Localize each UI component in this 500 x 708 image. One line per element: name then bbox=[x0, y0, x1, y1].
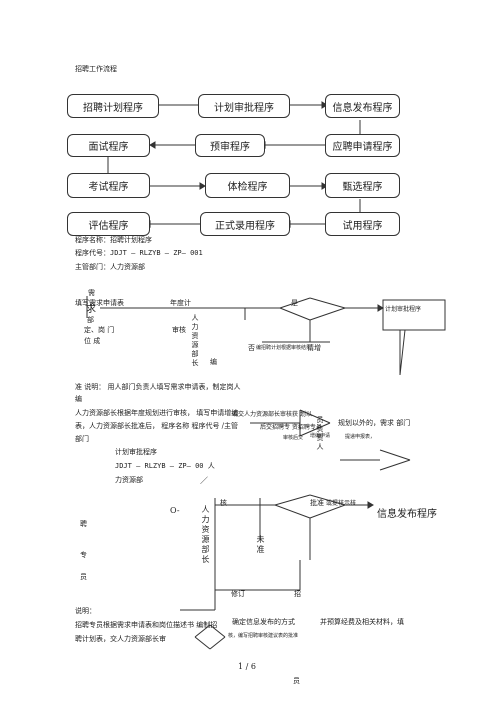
position-label: 位 成 bbox=[84, 337, 101, 345]
flow-box-probation: 试用程序 bbox=[325, 212, 400, 236]
program-name: 程序名称：招聘计划程序 bbox=[75, 236, 152, 244]
flow-box-medical: 体检程序 bbox=[205, 173, 290, 198]
bullet-mark: O- bbox=[170, 506, 180, 515]
explain1-line3: 表，人力资源部长批准后， 程序名称 程序代号 /主管 bbox=[75, 422, 239, 430]
explain1-mid-vertical: 员负责人 bbox=[316, 416, 324, 452]
dept-label: 部 bbox=[87, 316, 94, 324]
side-label-need: 需 bbox=[88, 289, 95, 297]
slash-mark: ／ bbox=[200, 476, 208, 485]
side-special: 专 bbox=[80, 551, 87, 559]
explain1-line2: 人力资源部长根据年度规划进行审核， 填写申请增编 bbox=[75, 409, 239, 417]
explain1-right4: 提递申报表， bbox=[345, 434, 376, 440]
explain2-line1: 招聘专员根据需求申请表和岗位描述书 编制招 bbox=[75, 621, 218, 629]
flow-box-evaluation: 评估程序 bbox=[67, 212, 150, 236]
job-label: 定、岗 门 bbox=[84, 326, 115, 334]
explain1-small2: 增编申请 bbox=[310, 433, 331, 439]
check-label: 核 bbox=[220, 499, 227, 507]
plan-approval-title: 计划审批程序 bbox=[115, 448, 157, 456]
explain2-label: 说明： bbox=[75, 607, 96, 615]
recruit-label: 招 bbox=[294, 590, 301, 598]
not-approved-label: 未准 bbox=[256, 535, 265, 555]
flow-box-interview: 面试程序 bbox=[67, 134, 150, 157]
info-release-target: 信息发布程序 bbox=[377, 509, 437, 520]
note-label: 或提核示核 bbox=[326, 500, 357, 507]
explain1-small1: 审核后交 bbox=[283, 435, 304, 441]
explain1-right2: 后交招聘专 资招聘专员 bbox=[260, 424, 322, 431]
apply-label: 请增 bbox=[307, 344, 321, 352]
explain2-right2: 并预算经费及相关材料，填 bbox=[320, 618, 404, 626]
explain1-right3: 规划以外的，需求 部门 bbox=[338, 419, 411, 427]
program-dept: 主管部门：人力资源部 bbox=[75, 263, 145, 271]
explain2-right1: 确定信息发布的方式 bbox=[232, 618, 295, 626]
hr-minister-vertical-2: 人力资源部长 bbox=[201, 505, 210, 565]
footer-tail: 员 bbox=[293, 677, 300, 685]
program-code: 程序代号：JDJT — RLZYB — ZP— 001 bbox=[75, 249, 203, 257]
side-staff: 员 bbox=[80, 573, 87, 581]
explain1-right1: 或交人力资源部长审核获 划以 bbox=[232, 411, 312, 418]
plan-approval-box: 计划审批程序 bbox=[385, 306, 422, 313]
no-label: 否 bbox=[248, 344, 255, 352]
small-note-plan: 编招聘计划根据审核结果 bbox=[256, 345, 312, 351]
flow-box-pre-review: 预审程序 bbox=[195, 134, 265, 157]
flow-box-plan-approval: 计划审批程序 bbox=[198, 94, 290, 118]
explain2-line2: 聘计划表，交人力资源部长审 bbox=[75, 635, 166, 643]
hr-minister-vertical: 人力资源部长 bbox=[191, 314, 199, 368]
review-label: 审核 bbox=[172, 326, 186, 334]
side-recruit: 聘 bbox=[80, 520, 87, 528]
approve-label: 批准 bbox=[310, 499, 324, 507]
edit-label: 编 bbox=[210, 358, 217, 366]
plan-approval-code: JDJT — RLZYB — ZP— 00 人 bbox=[115, 462, 215, 470]
explain1-line1: 准 说明： 用人部门负责人填写需求申请表，制定岗人 bbox=[75, 383, 241, 391]
flow-box-info-release: 信息发布程序 bbox=[325, 94, 400, 118]
revise-label: 修订 bbox=[231, 590, 245, 598]
flow-box-application: 应聘申请程序 bbox=[325, 134, 400, 157]
document-title: 招聘工作流程 bbox=[75, 65, 117, 73]
page-number: 1 / 6 bbox=[238, 662, 256, 671]
flow-box-recruit-plan: 招聘计划程序 bbox=[67, 94, 159, 118]
fill-form-label: 填写需求申请表 bbox=[75, 299, 124, 307]
annual-plan-label: 年度计 bbox=[170, 299, 191, 307]
flow-box-selection: 甄选程序 bbox=[325, 173, 400, 198]
explain1-line1b: 编 bbox=[75, 395, 82, 403]
explain1-line4: 部门 bbox=[75, 435, 89, 443]
flow-box-exam: 考试程序 bbox=[67, 173, 150, 198]
plan-approval-dept: 力资源部 bbox=[115, 476, 143, 484]
side-label-request: 求 bbox=[86, 304, 96, 315]
explain2-small: 核，编写招聘审核建议表的批准 bbox=[228, 633, 299, 639]
yes-label: 是 bbox=[291, 299, 298, 307]
flow-box-formal-hire: 正式录用程序 bbox=[200, 212, 290, 236]
